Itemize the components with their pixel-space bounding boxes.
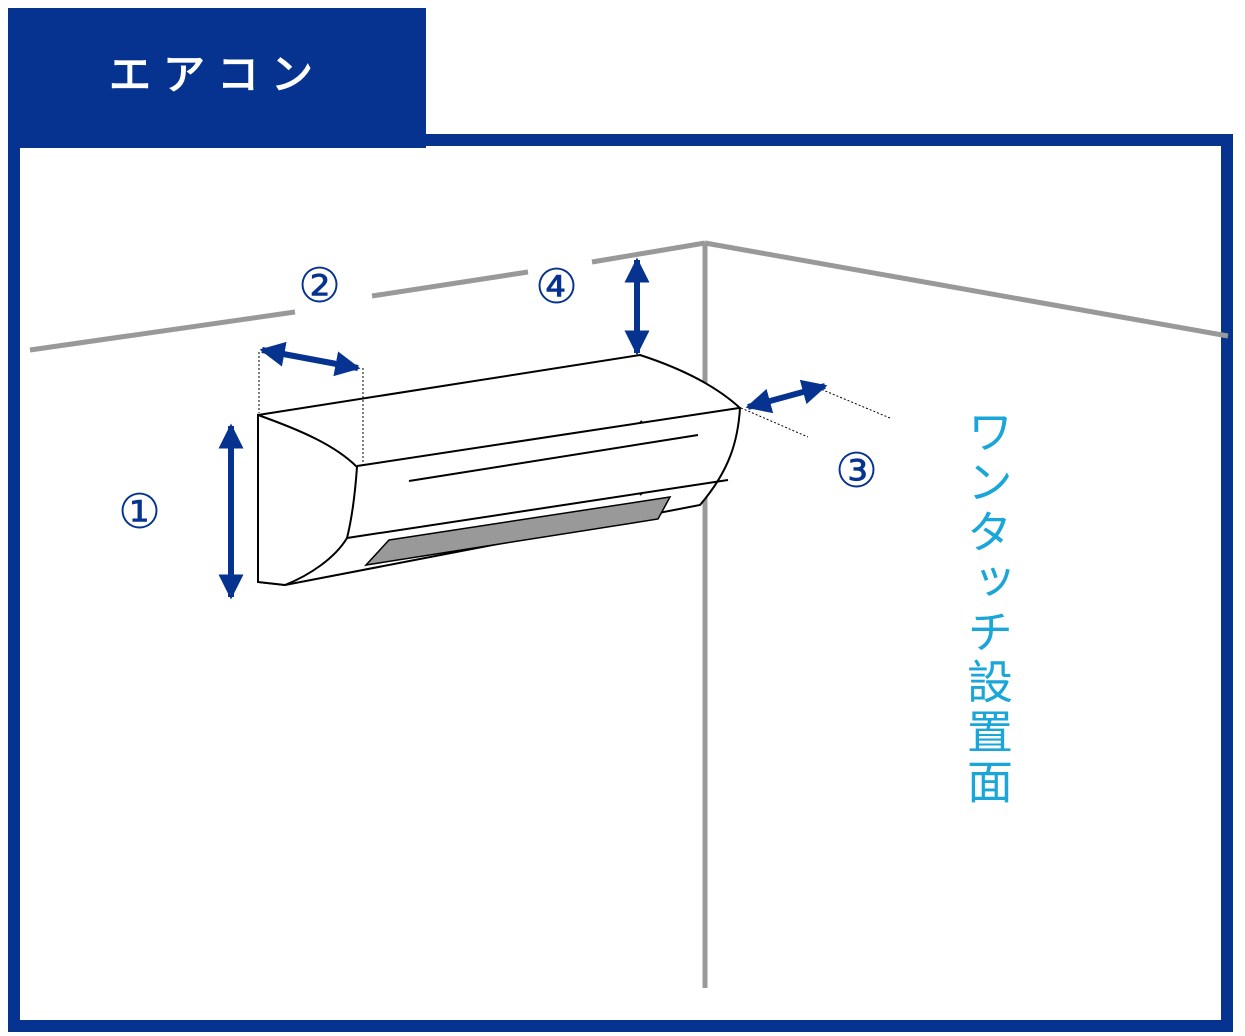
dimension-label-2: ② [298, 258, 342, 314]
dimension-label-4: ④ [535, 259, 579, 315]
aircon-display-line [408, 434, 699, 482]
guide-dotted-side-a [740, 407, 809, 438]
wall-ceiling-line-left-b [371, 269, 529, 299]
aircon-tick-1 [639, 420, 643, 424]
aircon-vent [363, 496, 672, 567]
page-title: エアコン [8, 8, 426, 148]
wall-ceiling-line-left-c [591, 240, 706, 265]
dimension-label-3: ③ [835, 443, 879, 499]
wall-ceiling-line-left-a [29, 309, 296, 353]
install-surface-label: ワンタッチ設置面 [960, 408, 1014, 808]
aircon-body [257, 353, 742, 587]
aircon-unit [257, 353, 742, 587]
aircon-top-edge [356, 407, 740, 467]
dimension-arrow-2 [259, 341, 361, 377]
aircon-front-seam [346, 479, 729, 539]
aircon-side-face [257, 413, 359, 587]
guide-dotted-side-b [817, 387, 891, 419]
dimension-label-1: ① [118, 484, 162, 540]
dimension-arrow-3 [745, 379, 828, 414]
wall-ceiling-line-right [704, 240, 1229, 339]
aircon-tick-2 [639, 492, 643, 496]
